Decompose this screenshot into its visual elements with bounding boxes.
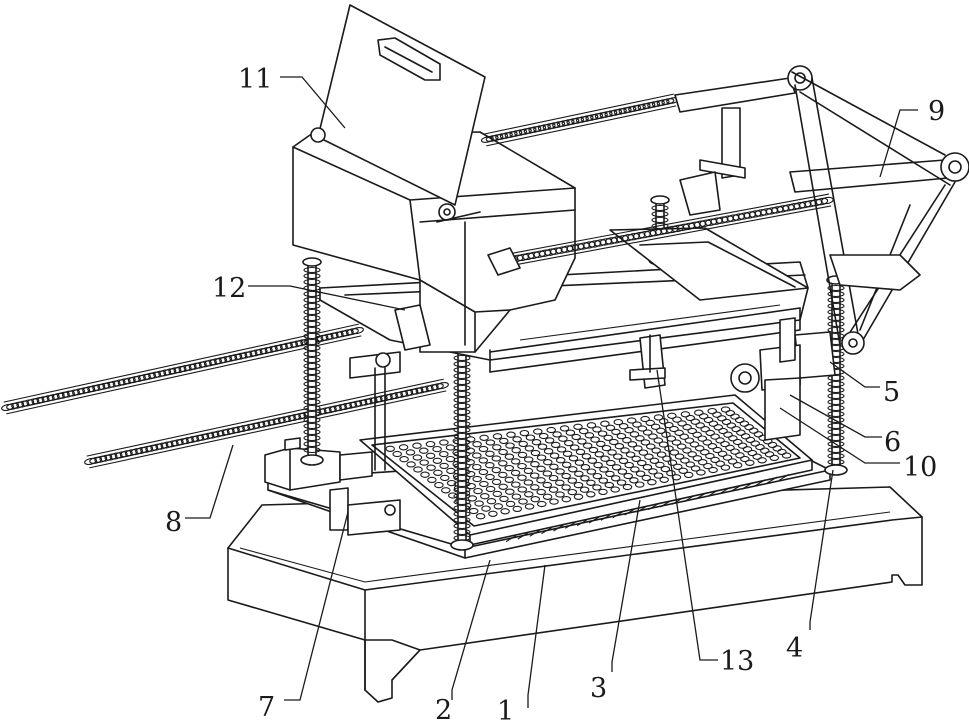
label-6: 6: [884, 427, 901, 458]
label-10: 10: [903, 452, 937, 483]
label-12: 12: [212, 273, 246, 304]
label-3: 3: [590, 673, 607, 704]
label-2: 2: [435, 695, 452, 722]
label-9: 9: [928, 96, 945, 127]
label-7: 7: [258, 692, 275, 722]
label-13: 13: [720, 646, 754, 677]
label-8: 8: [165, 507, 182, 538]
label-5: 5: [883, 377, 900, 408]
label-11: 11: [238, 64, 272, 95]
label-1: 1: [497, 696, 514, 722]
label-4: 4: [786, 633, 803, 664]
